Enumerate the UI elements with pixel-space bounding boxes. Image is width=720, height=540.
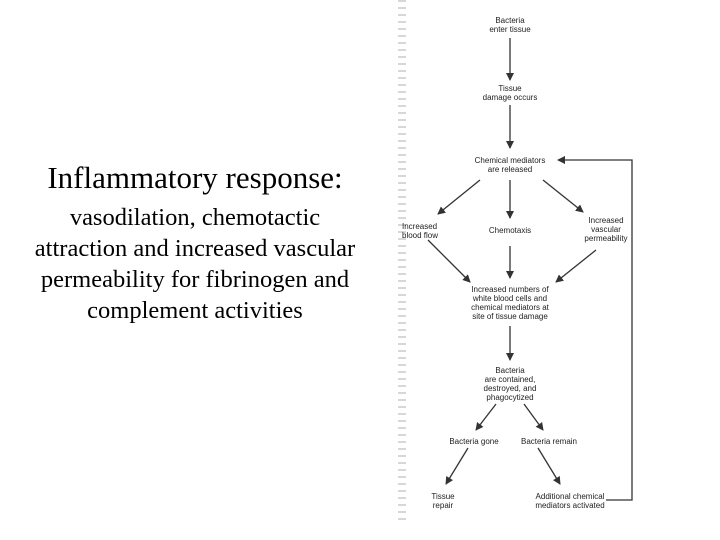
node-increased-blood-flow: Increased blood flow (402, 222, 439, 240)
slide-title: Inflammatory response: (47, 160, 343, 195)
scan-edge-artifact (398, 0, 406, 520)
slide-body-line: permeability for fibrinogen and (40, 266, 350, 293)
node-bacteria-remain: Bacteria remain (520, 437, 578, 446)
node-additional-mediators: Additional chemical mediators activated (535, 492, 605, 510)
inflammation-flowchart: Bacteria enter tissue Tissue damage occu… (398, 0, 720, 540)
slide-body-line: attraction and increased vascular (34, 235, 356, 262)
arrow-permeability-to-whitecells (555, 249, 597, 283)
arrow-bloodflow-to-whitecells (427, 239, 471, 283)
arrow-mediators-to-permeability (542, 179, 584, 213)
node-bacteria-contained: Bacteria are contained, destroyed, and p… (483, 366, 537, 402)
arrow-remain-to-additional (537, 447, 561, 485)
flowchart-arrows (427, 38, 633, 501)
arrow-mediators-to-bloodflow (437, 179, 481, 215)
node-tissue-repair: Tissue repair (431, 492, 455, 510)
node-tissue-damage: Tissue damage occurs (482, 84, 538, 102)
arrow-gone-to-repair (445, 447, 469, 485)
slide-text-block: Inflammatory response: vasodilation, che… (0, 160, 390, 326)
node-chemotaxis: Chemotaxis (488, 226, 532, 235)
slide-body-line: vasodilation, chemotactic (69, 204, 321, 231)
node-white-blood-cells: Increased numbers of white blood cells a… (471, 285, 549, 321)
node-bacteria-gone: Bacteria gone (449, 437, 499, 446)
node-mediators-released: Chemical mediators are released (474, 156, 546, 174)
arrow-feedback-loop (557, 156, 633, 501)
arrow-contained-to-remain (523, 403, 544, 431)
node-bacteria-enter: Bacteria enter tissue (489, 16, 531, 34)
arrow-contained-to-gone (475, 403, 497, 431)
slide-body-line: complement activities (87, 297, 303, 324)
slide-body: vasodilation, chemotactic attraction and… (0, 202, 390, 326)
node-vascular-permeability: Increased vascular permeability (584, 216, 628, 243)
